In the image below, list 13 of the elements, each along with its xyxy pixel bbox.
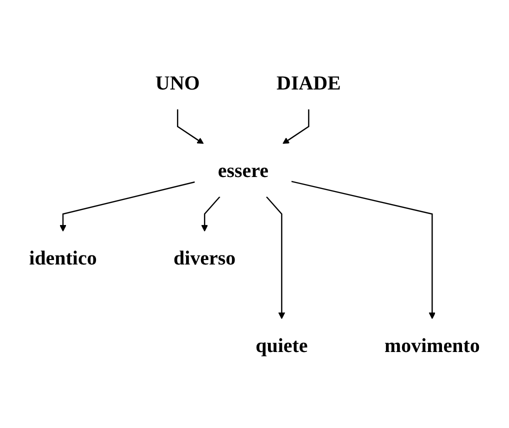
node-text: quiete <box>256 334 308 356</box>
arrow <box>60 181 195 232</box>
node-text: DIADE <box>276 72 341 94</box>
arrow <box>176 109 204 144</box>
node-text: movimento <box>384 334 480 356</box>
node-text: identico <box>29 246 97 269</box>
arrow <box>201 196 220 232</box>
node-text: UNO <box>155 72 200 94</box>
arrow <box>291 180 436 320</box>
node-text: diverso <box>174 246 236 269</box>
arrow <box>266 196 286 320</box>
arrow <box>282 109 310 144</box>
node-text: essere <box>218 159 268 182</box>
